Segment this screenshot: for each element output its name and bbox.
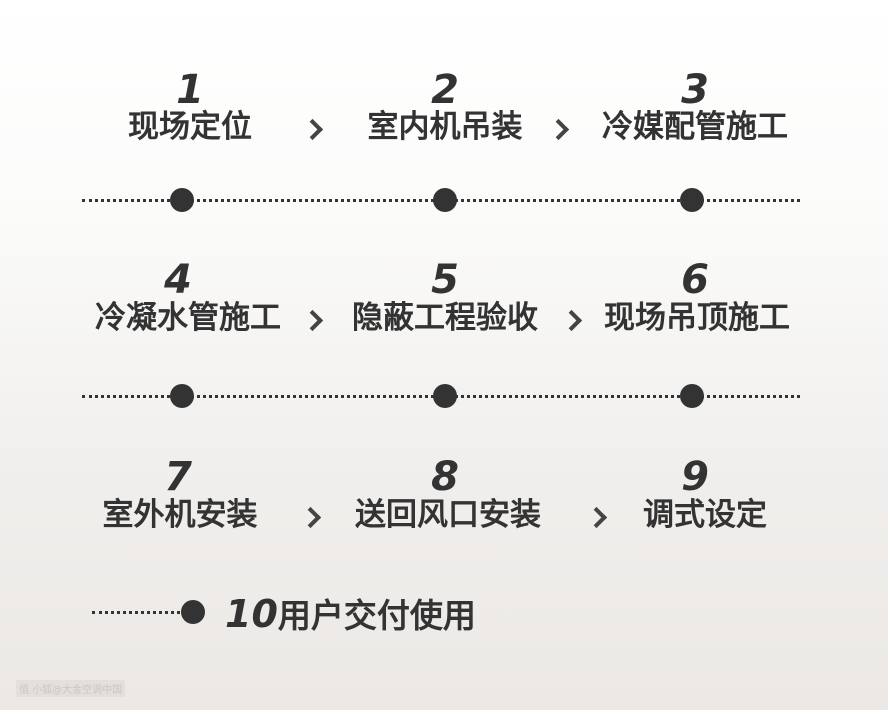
chevron-right-icon: [560, 309, 583, 332]
timeline-dot: [170, 384, 194, 408]
step-label: 送回风口安装: [355, 497, 541, 533]
step-number: 9: [681, 454, 709, 500]
step-label: 调式设定: [643, 497, 767, 533]
timeline-dot: [680, 188, 704, 212]
chevron-right-icon: [301, 309, 324, 332]
timeline-dot: [170, 188, 194, 212]
step-label: 冷凝水管施工: [95, 300, 281, 336]
chevron-right-icon: [547, 118, 570, 141]
step-number: 10: [225, 592, 278, 636]
step-10: 10用户交付使用: [225, 595, 476, 633]
timeline-dotted-line: [92, 611, 187, 614]
step-number: 4: [164, 257, 192, 303]
step-label: 隐蔽工程验收: [352, 300, 538, 336]
step-label: 用户交付使用: [277, 596, 476, 635]
timeline-dot: [181, 600, 205, 624]
chevron-right-icon: [299, 506, 322, 529]
chevron-right-icon: [585, 506, 608, 529]
chevron-right-icon: [301, 118, 324, 141]
timeline-dot: [680, 384, 704, 408]
step-number: 2: [431, 67, 459, 113]
step-label: 室内机吊装: [367, 109, 523, 145]
step-number: 3: [681, 67, 709, 113]
watermark: 值 小狐@大金空调中国: [16, 680, 126, 697]
step-label: 现场定位: [128, 109, 252, 145]
step-label: 室外机安装: [102, 497, 258, 533]
timeline-dot: [433, 384, 457, 408]
step-number: 7: [164, 454, 192, 500]
step-number: 8: [431, 454, 459, 500]
step-label: 现场吊顶施工: [604, 300, 790, 336]
step-number: 5: [431, 257, 459, 303]
step-label: 冷媒配管施工: [602, 109, 788, 145]
timeline-dot: [433, 188, 457, 212]
step-number: 6: [681, 257, 709, 303]
step-number: 1: [176, 67, 204, 113]
